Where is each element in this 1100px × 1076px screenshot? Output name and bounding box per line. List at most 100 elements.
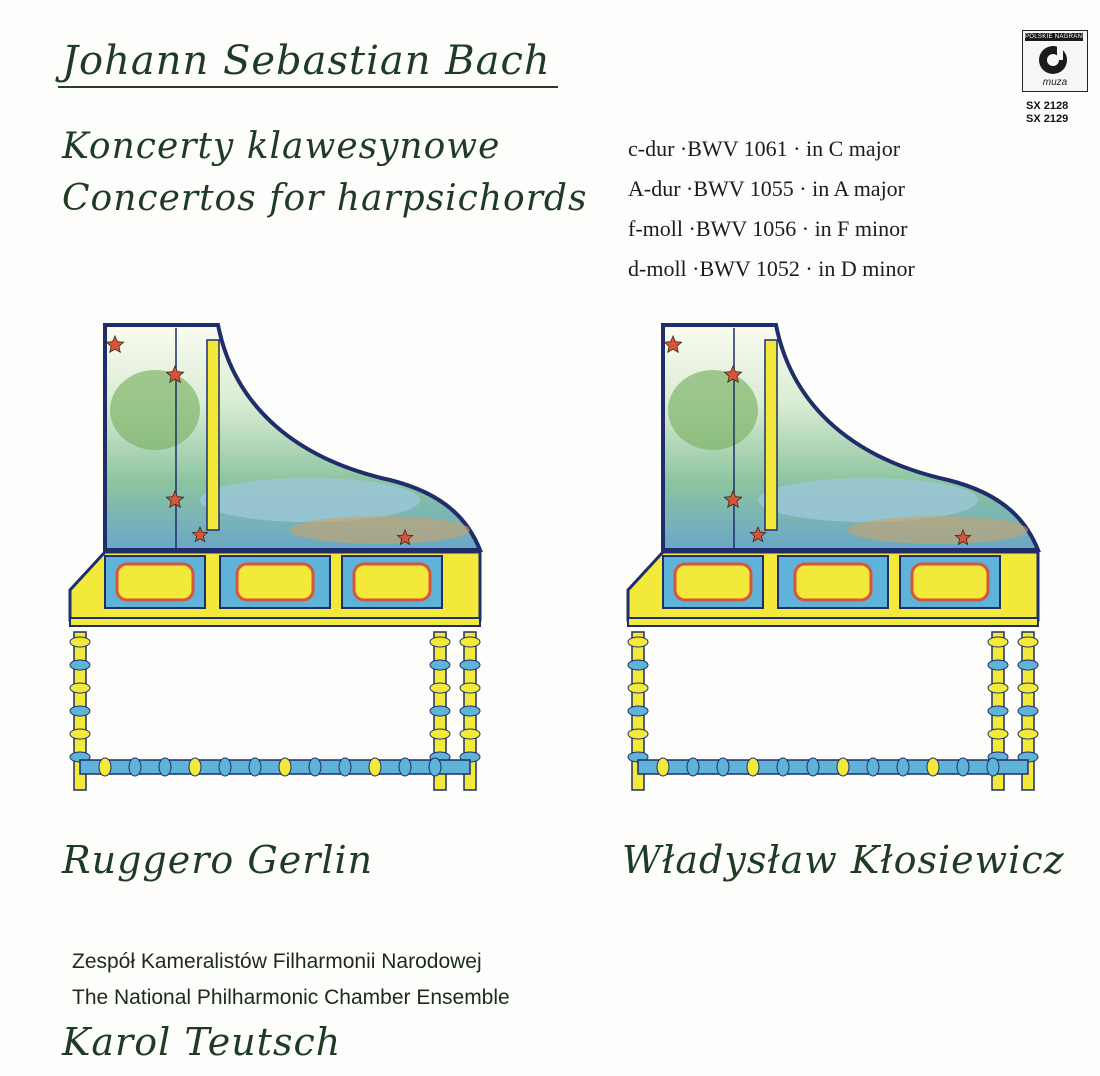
leg-turning <box>429 705 451 717</box>
panel-ornament <box>673 562 753 602</box>
star-ornament-icon <box>165 489 185 509</box>
stretcher-turning <box>278 757 292 777</box>
leg-turning <box>69 705 91 717</box>
muza-logo-icon: POLSKIE NAGRANIA muza <box>1022 30 1088 92</box>
stretcher-turning <box>656 757 670 777</box>
lid-stay <box>764 339 778 531</box>
composer-name: Johann Sebastian Bach <box>62 38 551 84</box>
stretcher-turning <box>896 757 910 777</box>
stretcher-turning <box>368 757 382 777</box>
panel-ornament <box>235 562 315 602</box>
work-item: d-moll ·BWV 1052 · in D minor <box>628 256 915 281</box>
work-item: f-moll ·BWV 1056 · in F minor <box>628 216 908 241</box>
leg-turning <box>69 659 91 671</box>
logo-brand-top: POLSKIE NAGRANIA <box>1025 33 1083 41</box>
panel-ornament <box>793 562 873 602</box>
stretcher-turning <box>866 757 880 777</box>
logo-brand-name: muza <box>1042 77 1068 88</box>
leg-turning <box>627 636 649 648</box>
leg-turning <box>987 636 1009 648</box>
performer-name: Ruggero Gerlin <box>62 838 374 882</box>
case-rail <box>627 617 1039 627</box>
painted-tree <box>668 370 758 450</box>
leg-turning <box>627 682 649 694</box>
performer-name: Władysław Kłosiewicz <box>622 838 1065 882</box>
star-ornament-icon <box>165 364 185 384</box>
leg-turning <box>1017 636 1039 648</box>
work-item: A-dur ·BWV 1055 · in A major <box>628 176 906 201</box>
harpsichord-illustration <box>68 323 483 791</box>
leg-turning <box>69 636 91 648</box>
star-ornament-icon <box>723 489 743 509</box>
painted-lake <box>200 478 420 522</box>
stretcher-turning <box>716 757 730 777</box>
leg-turning <box>429 636 451 648</box>
painted-tree <box>110 370 200 450</box>
star-ornament-icon <box>663 334 683 354</box>
star-ornament-icon <box>954 528 972 546</box>
leg-turning <box>627 728 649 740</box>
catalog-number: SX 2129 <box>1026 113 1069 125</box>
leg-turning <box>459 728 481 740</box>
stretcher-turning <box>428 757 442 777</box>
leg-turning <box>627 705 649 717</box>
stretcher-turning <box>746 757 760 777</box>
leg-turning <box>459 636 481 648</box>
album-title-polish: Koncerty klawesynowe <box>62 126 501 167</box>
stretcher-turning <box>98 757 112 777</box>
star-ornament-icon <box>749 525 767 543</box>
leg-turning <box>429 728 451 740</box>
works-list: c-dur ·BWV 1061 · in C major A-dur ·BWV … <box>628 136 915 296</box>
star-ornament-icon <box>723 364 743 384</box>
star-ornament-icon <box>396 528 414 546</box>
panel-ornament <box>910 562 990 602</box>
harpsichord-illustration <box>626 323 1041 791</box>
stretcher-turning <box>188 757 202 777</box>
leg-turning <box>429 659 451 671</box>
stretcher-turning <box>926 757 940 777</box>
stretcher-turning <box>128 757 142 777</box>
lid-stay <box>206 339 220 531</box>
stretcher-turning <box>686 757 700 777</box>
stretcher-turning <box>308 757 322 777</box>
leg-turning <box>1017 705 1039 717</box>
leg-turning <box>1017 682 1039 694</box>
leg-turning <box>627 659 649 671</box>
stretcher-turning <box>986 757 1000 777</box>
star-ornament-icon <box>191 525 209 543</box>
star-ornament-icon <box>105 334 125 354</box>
stretcher-turning <box>218 757 232 777</box>
leg-turning <box>459 682 481 694</box>
logo-mark-icon <box>1039 46 1067 74</box>
stretcher-turning <box>776 757 790 777</box>
catalog-number: SX 2128 <box>1026 100 1069 112</box>
stretcher-turning <box>836 757 850 777</box>
stretcher-turning <box>338 757 352 777</box>
leg-turning <box>987 659 1009 671</box>
painted-shore <box>290 516 470 544</box>
painted-lake <box>758 478 978 522</box>
album-title-english: Concertos for harpsichords <box>62 178 588 219</box>
leg-turning <box>69 728 91 740</box>
stretcher-turning <box>806 757 820 777</box>
panel-ornament <box>352 562 432 602</box>
stretcher-turning <box>398 757 412 777</box>
leg-turning <box>459 659 481 671</box>
ensemble-name-english: The National Philharmonic Chamber Ensemb… <box>72 986 510 1009</box>
work-item: c-dur ·BWV 1061 · in C major <box>628 136 901 161</box>
leg-turning <box>69 682 91 694</box>
leg-turning <box>987 682 1009 694</box>
panel-ornament <box>115 562 195 602</box>
leg-turning <box>987 705 1009 717</box>
leg-turning <box>1017 659 1039 671</box>
leg-turning <box>429 682 451 694</box>
ensemble-name-polish: Zespół Kameralistów Filharmonii Narodowe… <box>72 950 482 973</box>
stretcher-turning <box>158 757 172 777</box>
case-rail <box>69 617 481 627</box>
leg-turning <box>987 728 1009 740</box>
stretcher-turning <box>956 757 970 777</box>
leg-turning <box>1017 728 1039 740</box>
leg-turning <box>459 705 481 717</box>
stretcher-turning <box>248 757 262 777</box>
conductor-name: Karol Teutsch <box>62 1020 342 1064</box>
